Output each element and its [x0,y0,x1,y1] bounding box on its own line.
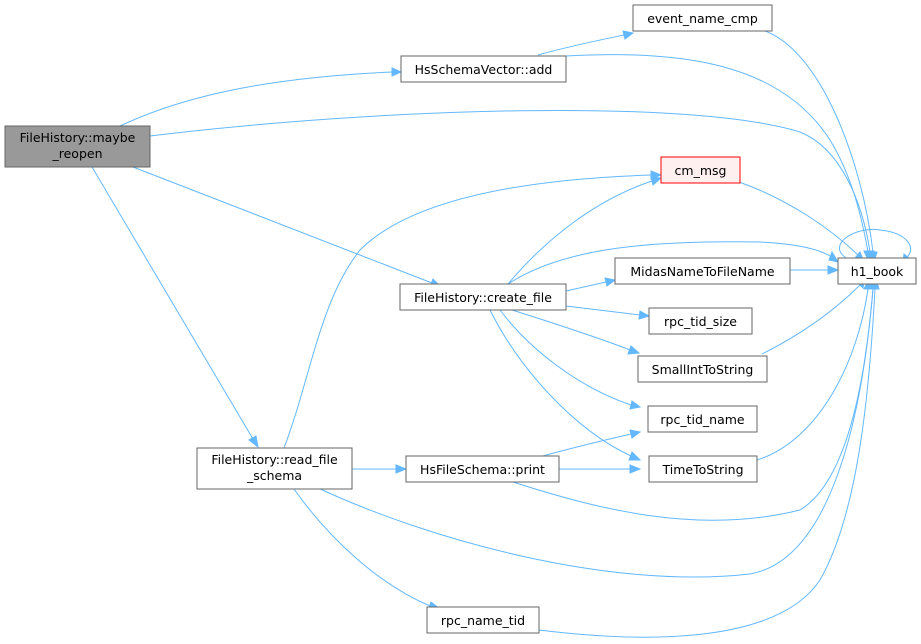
edge-hs-print-to-rpc-tid-name [535,429,642,459]
edge-create-file-to-rpc-tid-size [565,305,651,320]
node-read-file-schema[interactable]: FileHistory::read_file _schema [196,447,353,490]
node-rpc-tid-name-label: rpc_tid_name [660,412,745,427]
edge-maybe-reopen-to-hs-add [119,67,403,127]
node-read-file-schema-label-2: _schema [246,468,302,483]
node-hs-file-schema-print[interactable]: HsFileSchema::print [405,455,560,483]
edge-read-schema-to-h1-book [317,277,878,578]
node-hs-schema-vector-add-label: HsSchemaVector::add [415,62,553,77]
node-rpc-tid-size[interactable]: rpc_tid_size [648,307,753,335]
node-event-name-cmp-label: event_name_cmp [647,11,758,26]
edge-read-schema-to-hs-print [352,464,408,474]
edge-create-file-to-smallint [511,309,641,355]
node-maybe-reopen-label-2: _reopen [52,146,103,161]
node-create-file-label: FileHistory::create_file [414,290,552,305]
edge-midas2file-to-h1-book [790,265,840,275]
node-time-to-string[interactable]: TimeToString [648,455,758,483]
node-maybe-reopen[interactable]: FileHistory::maybe _reopen [4,125,151,168]
edge-smallint-to-h1-book [761,277,866,355]
edge-maybe-reopen-to-h1-book [149,109,875,264]
node-small-int-to-string[interactable]: SmallIntToString [637,355,768,383]
edge-create-file-to-midas2file [565,277,617,292]
node-maybe-reopen-label-1: FileHistory::maybe [20,130,136,145]
node-midas-name-to-file-name[interactable]: MidasNameToFileName [614,257,791,285]
edge-timetostring-to-h1-book [756,277,873,461]
edge-hs-print-to-timetostring [559,464,642,474]
edge-read-schema-to-rpc-name-tid [293,488,442,611]
node-cm-msg-label: cm_msg [675,163,727,178]
node-cm-msg[interactable]: cm_msg [660,156,741,184]
node-time-to-string-label: TimeToString [661,462,743,477]
node-hs-file-schema-print-label: HsFileSchema::print [420,462,545,477]
edge-create-file-to-h1-book [507,241,840,285]
node-hs-schema-vector-add[interactable]: HsSchemaVector::add [400,55,567,83]
node-midas-name-to-file-name-label: MidasNameToFileName [630,264,775,279]
edge-maybe-reopen-to-read-schema [91,166,259,449]
edge-maybe-reopen-to-create-file [132,166,443,288]
node-small-int-to-string-label: SmallIntToString [652,362,754,377]
node-rpc-name-tid[interactable]: rpc_name_tid [426,606,540,634]
node-event-name-cmp[interactable]: event_name_cmp [632,4,773,32]
node-rpc-tid-name[interactable]: rpc_tid_name [647,405,758,433]
node-rpc-tid-size-label: rpc_tid_size [664,314,737,329]
edge-cm-msg-to-h1-book [738,181,865,263]
edge-event-cmp-to-h1-book [761,29,878,264]
edge-read-schema-to-cm-msg [283,170,663,449]
node-h1-book-label: h1_book [851,264,904,279]
edge-create-file-to-timetostring [489,309,642,461]
node-create-file[interactable]: FileHistory::create_file [399,283,567,311]
node-h1-book[interactable]: h1_book [837,257,917,285]
edge-hs-add-to-event-cmp [537,30,635,56]
node-rpc-name-tid-label: rpc_name_tid [441,613,525,628]
edge-create-file-to-rpc-tid-name [499,309,642,410]
node-read-file-schema-label-1: FileHistory::read_file [211,452,338,467]
